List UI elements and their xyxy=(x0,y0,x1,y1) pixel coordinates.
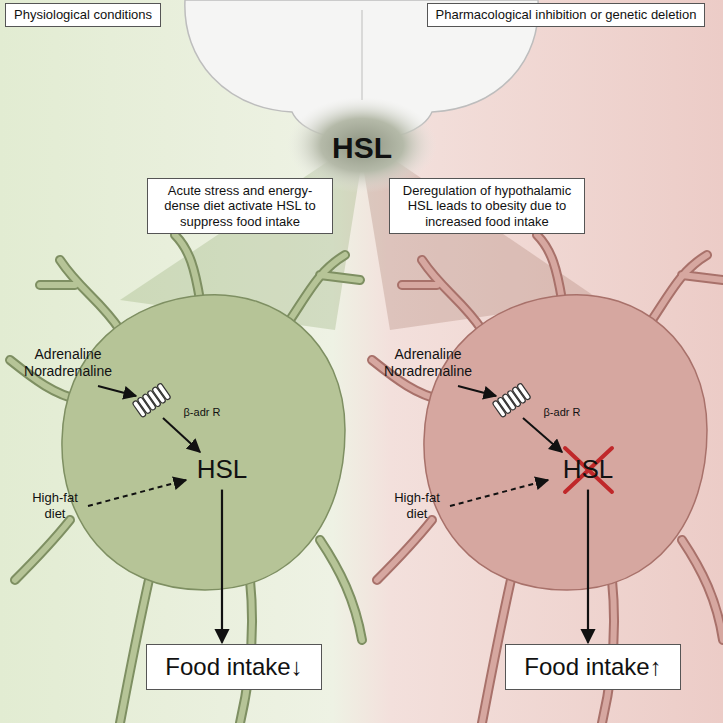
outcome-box: Food intake↓ xyxy=(146,644,321,691)
node-text: HSL xyxy=(563,454,614,485)
summary-box: Deregulation of hypothalamic HSL leads t… xyxy=(389,178,585,235)
region-label: HSL xyxy=(322,130,402,166)
summary-box: Acute stress and energy-dense diet activ… xyxy=(147,178,333,235)
node-text: Food intake↑ xyxy=(524,653,661,682)
diet-label: High-fat diet xyxy=(384,490,450,521)
receptor-label: β-adr R xyxy=(172,406,232,419)
panel-header: Pharmacological inhibition or genetic de… xyxy=(427,3,706,27)
node-text: Acute stress and energy-dense diet activ… xyxy=(154,183,326,230)
receptor-helix xyxy=(157,383,171,401)
inhibition-arrow xyxy=(221,490,223,643)
neuron-left xyxy=(10,235,362,723)
outcome-box: Food intake↑ xyxy=(505,644,680,691)
node-text: Deregulation of hypothalamic HSL leads t… xyxy=(396,183,578,230)
node-text: Physiological conditions xyxy=(14,7,152,23)
beta-adrenergic-receptor xyxy=(132,383,171,418)
receptor-label: β-adr R xyxy=(532,406,592,419)
neuron-right xyxy=(372,235,723,723)
receptor-helix xyxy=(517,383,531,401)
node-text: Pharmacological inhibition or genetic de… xyxy=(436,7,697,23)
hormone-label: Adrenaline Noradrenaline xyxy=(18,346,118,380)
signal-arrows xyxy=(88,386,562,506)
enzyme-label-node: HSL xyxy=(195,454,250,485)
panel-header: Physiological conditions xyxy=(5,3,161,27)
inhibition-arrow xyxy=(587,490,589,643)
enzyme-label-node: HSL xyxy=(561,454,616,485)
diet-label: High-fat diet xyxy=(22,490,88,521)
beta-adrenergic-receptor xyxy=(492,383,531,418)
node-text: Food intake↓ xyxy=(165,653,302,682)
hormone-label: Adrenaline Noradrenaline xyxy=(378,346,478,380)
brain-fissure xyxy=(361,10,363,100)
node-text: HSL xyxy=(197,454,248,485)
